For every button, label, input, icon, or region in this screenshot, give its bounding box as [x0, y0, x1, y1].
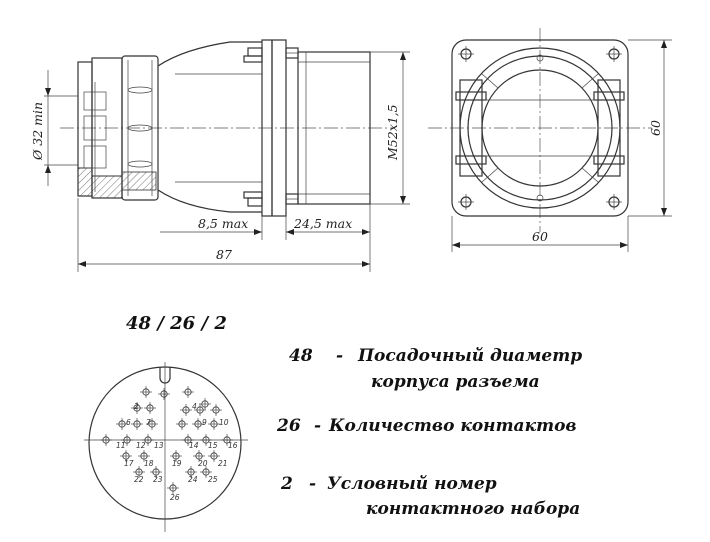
- legend-item-contacts-dash: -: [314, 416, 322, 436]
- contact-pin: [200, 434, 212, 446]
- contact-pin: [116, 418, 128, 430]
- contact-pin: [140, 386, 152, 398]
- legend-item-contacts-line1: Количество контактов: [329, 416, 577, 436]
- contact-pin-label: 18: [144, 459, 154, 468]
- legend-item-set-line2: контактного набора: [366, 499, 581, 519]
- contact-pin-label: 9: [202, 418, 207, 427]
- contact-pin: [193, 450, 205, 462]
- contact-pin: [150, 466, 162, 478]
- contact-pin: [120, 450, 132, 462]
- dim-m52-label: M52x1,5: [385, 104, 400, 161]
- contact-pin-label: 13: [154, 441, 164, 450]
- dimension-8-5: 8,5 max: [160, 216, 287, 240]
- dim-24-5-label: 24,5 max: [293, 216, 352, 231]
- legend-item-set-line1: Условный номер: [327, 474, 497, 494]
- contact-pin: [100, 434, 112, 446]
- contact-pin-label: 12: [136, 441, 146, 450]
- contact-pin: [170, 450, 182, 462]
- dim-d32-label: Ø 32 min: [30, 102, 45, 161]
- legend-item-diameter-code: 48: [289, 346, 313, 366]
- contact-pin: [167, 482, 179, 494]
- contact-pin-label: 26: [170, 493, 180, 502]
- contact-pin-label: 15: [208, 441, 218, 450]
- contact-pin: [131, 418, 143, 430]
- contact-pin: [185, 466, 197, 478]
- contact-pin-label: 22: [134, 475, 144, 484]
- contact-pin: [199, 398, 211, 410]
- contact-pin: [131, 402, 143, 414]
- contact-pin-label: 25: [208, 475, 218, 484]
- designation-code: 48 / 26 / 2: [126, 313, 227, 334]
- contact-pin-label: 4: [192, 402, 197, 411]
- dim-87-label: 87: [216, 247, 232, 262]
- contact-pin: [138, 450, 150, 462]
- contact-pin-label: 21: [218, 459, 228, 468]
- legend-item-diameter-line1: Посадочный диаметр: [358, 346, 583, 366]
- contact-pin: [144, 402, 156, 414]
- dim-width-60-label: 60: [532, 229, 548, 244]
- contact-pin-label: 7: [146, 418, 151, 427]
- front-view: [428, 28, 652, 232]
- contact-pin-label: 14: [189, 441, 199, 450]
- contact-pin: [221, 434, 233, 446]
- contact-pin: [200, 466, 212, 478]
- legend-item-contacts-code: 26: [277, 416, 301, 436]
- contact-pin-label: 23: [153, 475, 163, 484]
- contact-pin-label: 6: [126, 418, 131, 427]
- dimension-87: 87: [77, 198, 371, 272]
- dim-8-5-label: 8,5 max: [198, 216, 248, 231]
- contact-pin-label: 19: [172, 459, 182, 468]
- contact-pin: [142, 434, 154, 446]
- contact-pin: [208, 418, 220, 430]
- contact-pin: [208, 450, 220, 462]
- legend-item-diameter-line2: корпуса разъема: [371, 372, 540, 392]
- dimension-24-5: 24,5 max: [286, 204, 371, 240]
- dimension-m52: M52x1,5: [370, 51, 410, 205]
- legend-item-set-code: 2: [281, 474, 293, 494]
- contact-pin: [182, 386, 194, 398]
- contact-pin-label: 10: [219, 418, 229, 427]
- contact-pin: [121, 434, 133, 446]
- contact-pin-label: 20: [198, 459, 208, 468]
- dimension-width-60: 60: [451, 216, 629, 252]
- dimension-d32: Ø 32 min: [30, 70, 78, 186]
- legend-item-diameter-dash: -: [336, 346, 344, 366]
- contact-pin-label: 11: [116, 441, 126, 450]
- contact-pin: [176, 418, 188, 430]
- contact-pin: [180, 404, 192, 416]
- contact-pin: [182, 434, 194, 446]
- dim-height-60-label: 60: [648, 120, 663, 136]
- contact-pin: [194, 404, 206, 416]
- contact-pin-label: 2: [134, 402, 139, 411]
- contact-pin: [210, 404, 222, 416]
- contact-pin: [133, 466, 145, 478]
- dimension-height-60: 60: [628, 39, 672, 217]
- contact-pin-label: 17: [124, 459, 134, 468]
- side-view: [60, 39, 395, 217]
- contact-pin: [158, 388, 170, 400]
- contact-pin: [192, 418, 204, 430]
- contact-pin-label: 16: [228, 441, 238, 450]
- legend-item-set-dash: -: [309, 474, 317, 494]
- contact-pin: [146, 418, 158, 430]
- contact-pin-label: 24: [188, 475, 198, 484]
